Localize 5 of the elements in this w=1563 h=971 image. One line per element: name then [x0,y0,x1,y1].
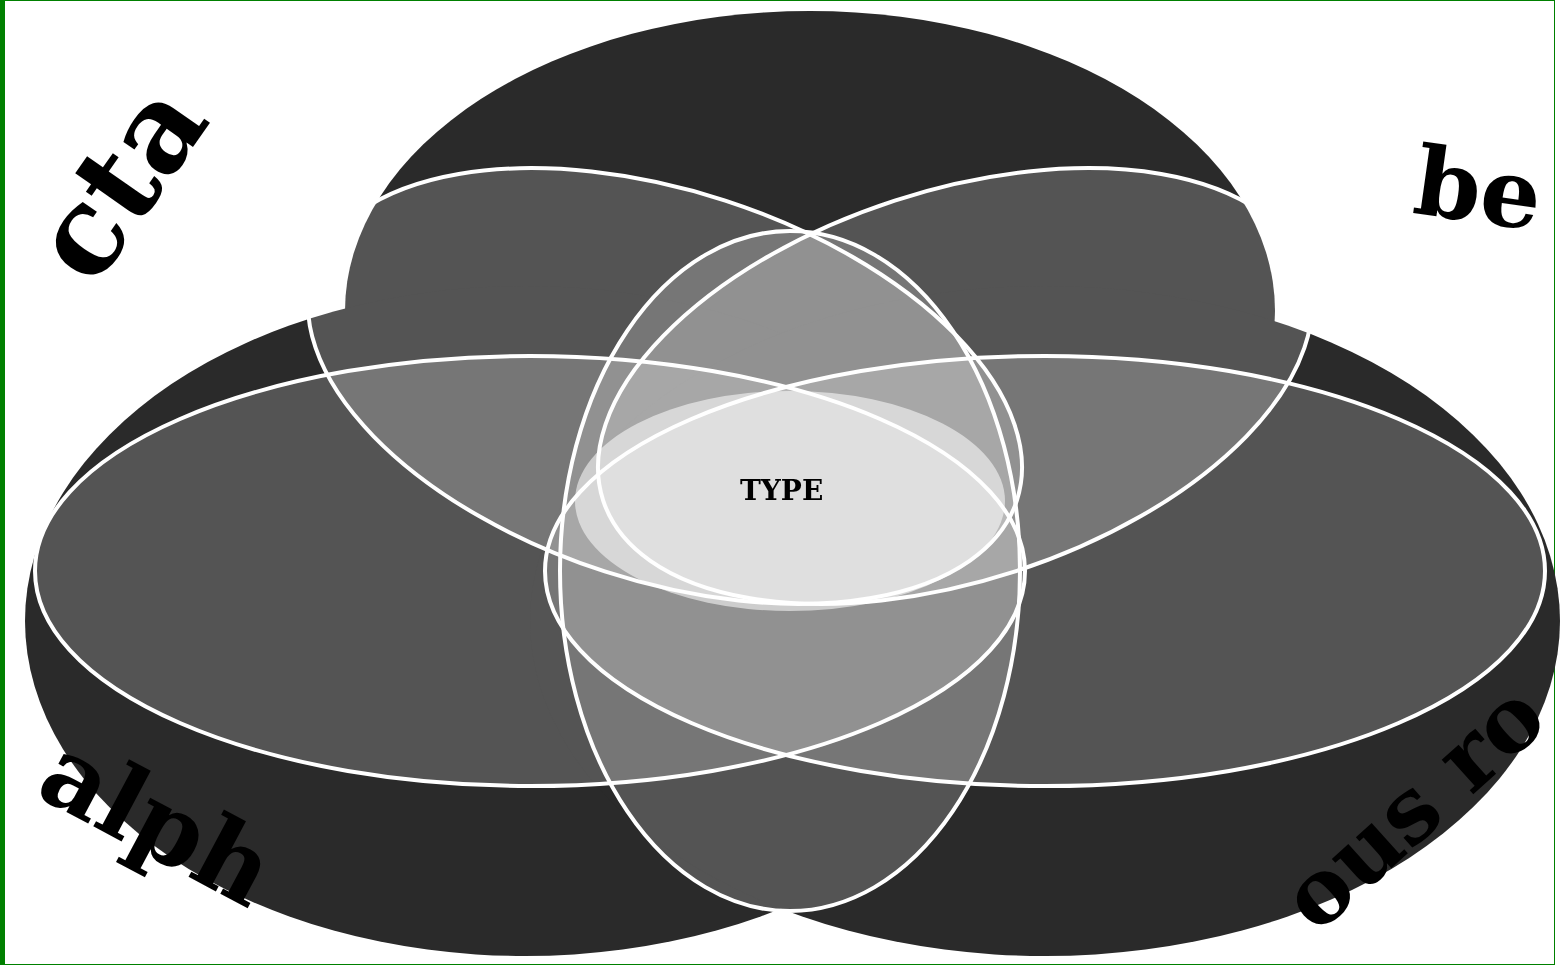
center-label: TYPE [740,477,824,505]
rotated-label: be [1409,132,1548,245]
rotated-label: ous ro [1265,667,1560,945]
rotated-label: cta [9,62,227,300]
rotated-label: alph [25,719,290,923]
